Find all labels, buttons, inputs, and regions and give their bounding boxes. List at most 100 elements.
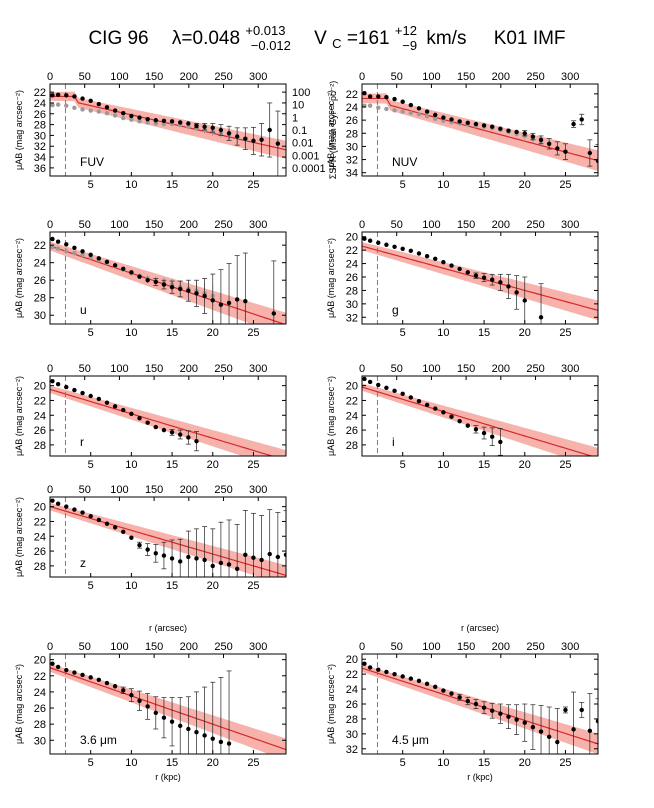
x2-tick-label: 100 bbox=[110, 484, 128, 496]
data-point bbox=[465, 270, 470, 275]
data-point bbox=[433, 406, 438, 411]
model-fit-line bbox=[50, 388, 275, 456]
data-point bbox=[129, 411, 134, 416]
data-point bbox=[218, 302, 224, 307]
x2-tick-label: 100 bbox=[110, 71, 128, 83]
data-point bbox=[587, 150, 593, 156]
data-point bbox=[433, 256, 438, 262]
y-tick-label: 28 bbox=[34, 293, 46, 305]
grey-data-point bbox=[137, 119, 142, 124]
data-point bbox=[416, 251, 422, 256]
y-tick-label: 22 bbox=[34, 516, 46, 528]
plot-area bbox=[362, 654, 598, 754]
x2-tick-label: 300 bbox=[249, 484, 267, 496]
y-tick-label: 26 bbox=[346, 699, 358, 711]
y2-tick-label: 0.0001 bbox=[292, 163, 326, 175]
x2-tick-label: 250 bbox=[214, 641, 232, 653]
x2-tick-label: 50 bbox=[79, 363, 91, 375]
grey-data-point bbox=[96, 109, 102, 114]
data-point bbox=[514, 717, 519, 722]
data-point bbox=[145, 277, 150, 283]
data-point bbox=[104, 259, 110, 264]
data-point bbox=[267, 551, 272, 557]
x-axis-title: r (kpc) bbox=[467, 772, 493, 782]
data-point bbox=[96, 101, 102, 107]
data-point bbox=[579, 707, 584, 713]
x-tick-label: 15 bbox=[166, 757, 178, 769]
data-point bbox=[587, 728, 593, 734]
data-point bbox=[449, 117, 454, 122]
x2-tick-label: 50 bbox=[391, 219, 403, 231]
band-label: 4.5 μm bbox=[392, 733, 429, 747]
data-point bbox=[218, 560, 224, 566]
data-point bbox=[161, 282, 167, 287]
data-point bbox=[169, 285, 175, 290]
data-point bbox=[362, 661, 367, 666]
data-point bbox=[129, 692, 134, 698]
data-point bbox=[72, 507, 77, 512]
x-tick-label: 25 bbox=[247, 327, 259, 339]
data-point bbox=[490, 434, 495, 439]
x-tick-label: 15 bbox=[478, 757, 490, 769]
model-fit-line bbox=[362, 97, 598, 162]
x-tick-label: 5 bbox=[400, 327, 406, 339]
x-tick-label: 25 bbox=[559, 327, 571, 339]
x2-tick-label: 0 bbox=[47, 363, 53, 375]
plot-frame bbox=[49, 231, 287, 325]
data-point bbox=[161, 427, 167, 433]
data-point bbox=[161, 118, 167, 124]
x2-tick-label: 250 bbox=[214, 484, 232, 496]
title-lambda: λ=0.048 bbox=[172, 28, 240, 49]
grey-data-point bbox=[64, 249, 69, 254]
data-point bbox=[275, 141, 281, 146]
data-point bbox=[416, 398, 422, 404]
data-point bbox=[449, 263, 454, 268]
data-point bbox=[362, 376, 367, 382]
x-tick-label: 15 bbox=[166, 459, 178, 471]
band-label: NUV bbox=[392, 155, 417, 169]
x-tick-label: 15 bbox=[478, 327, 490, 339]
model-fit-line bbox=[50, 667, 286, 751]
y-tick-label: 24 bbox=[34, 258, 46, 270]
data-point bbox=[178, 286, 183, 292]
data-point bbox=[50, 661, 55, 666]
y-tick-label: 32 bbox=[346, 155, 358, 167]
x2-tick-label: 150 bbox=[145, 219, 163, 231]
y-tick-label: 32 bbox=[346, 744, 358, 756]
x2-tick-label: 250 bbox=[526, 71, 544, 83]
data-point bbox=[473, 121, 479, 127]
y2-tick-label: 0.001 bbox=[292, 150, 320, 162]
data-point bbox=[137, 274, 142, 279]
data-point bbox=[169, 119, 175, 124]
x2-tick-label: 150 bbox=[145, 71, 163, 83]
data-point bbox=[186, 554, 191, 560]
data-point bbox=[449, 414, 454, 419]
y-tick-label: 34 bbox=[34, 152, 46, 164]
x-tick-label: 5 bbox=[400, 757, 406, 769]
x-tick-label: 20 bbox=[207, 459, 219, 471]
data-point bbox=[259, 557, 264, 563]
y-axis-title: μAB (mag arcsec⁻²) bbox=[326, 664, 336, 744]
data-point bbox=[169, 430, 175, 435]
data-point bbox=[376, 382, 381, 388]
x2-tick-label: 300 bbox=[249, 71, 267, 83]
grey-data-point bbox=[112, 113, 118, 118]
x-tick-label: 15 bbox=[478, 179, 490, 191]
grey-data-point bbox=[55, 102, 61, 107]
data-point bbox=[367, 94, 373, 99]
y-tick-label: 30 bbox=[346, 729, 358, 741]
y-tick-label: 24 bbox=[346, 684, 358, 696]
data-point bbox=[145, 116, 150, 122]
x2-tick-label: 300 bbox=[561, 363, 579, 375]
data-point bbox=[400, 674, 405, 679]
grey-data-point bbox=[186, 124, 191, 129]
title-vc-sub: −9 bbox=[402, 38, 417, 53]
x2-tick-label: 200 bbox=[492, 71, 510, 83]
y-tick-label: 22 bbox=[34, 671, 46, 683]
data-point bbox=[481, 705, 487, 710]
x2-tick-label: 300 bbox=[249, 363, 267, 375]
data-point bbox=[202, 733, 207, 738]
x-tick-label: 20 bbox=[519, 459, 531, 471]
plot-frame bbox=[361, 231, 599, 325]
